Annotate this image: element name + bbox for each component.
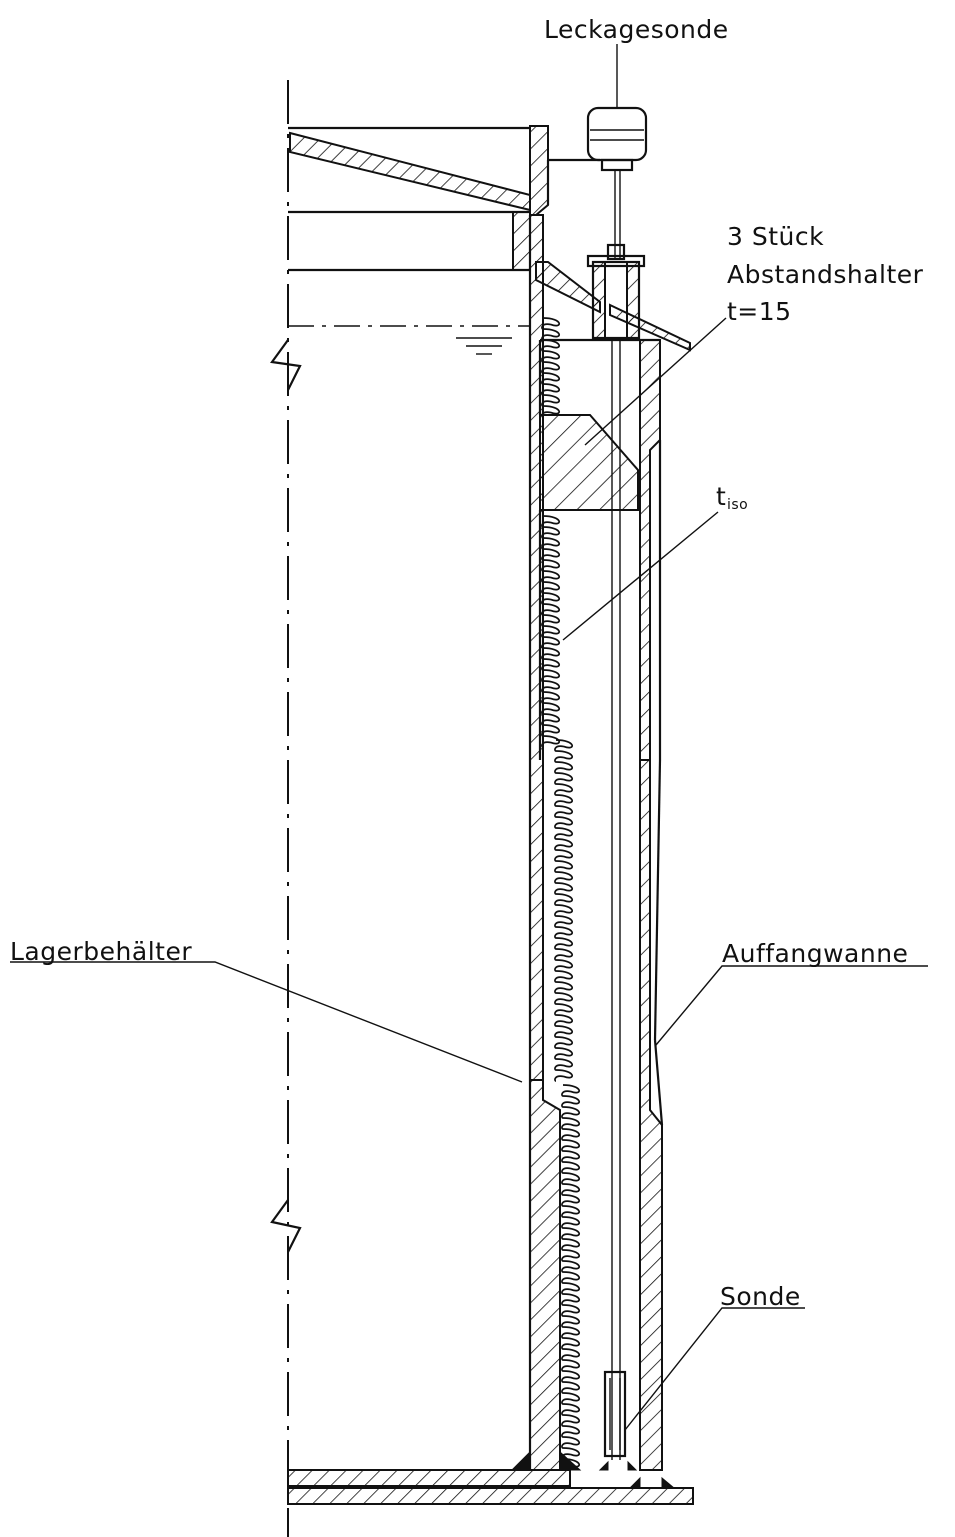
break-symbol-upper [270, 339, 302, 391]
spacer-block [539, 414, 639, 511]
label-abstandshalter: Abstandshalter [727, 260, 924, 289]
cable-clamp [606, 243, 626, 261]
bottom-probe [603, 1370, 627, 1458]
insulation-coil [541, 317, 560, 418]
insulation-upper [541, 317, 560, 418]
leader-lagerbehaelter [10, 961, 523, 1083]
probe-tube [586, 254, 646, 1460]
tank-collar [535, 261, 601, 314]
leader-tiso [562, 511, 719, 641]
storage-tank-wall [528, 214, 561, 1471]
leader-abstandshalter [584, 317, 727, 446]
insulation-coil [541, 515, 560, 748]
leak-probe-head [586, 106, 648, 172]
label-lagerbehaelter: Lagerbehälter [10, 937, 192, 966]
label-sonde: Sonde [720, 1282, 801, 1311]
label-tiso: t iso [716, 482, 748, 513]
insulation-coil [561, 1084, 580, 1471]
roof-ring [512, 211, 531, 271]
label-auffangwanne: Auffangwanne [722, 939, 908, 968]
tank-bottom [287, 1450, 694, 1505]
label-t15: t=15 [727, 297, 792, 326]
leader-auffangwanne [655, 965, 928, 1046]
label-leckagesonde: Leckagesonde [544, 15, 729, 44]
liquid-level-symbol [456, 337, 512, 355]
leader-sonde [624, 1307, 805, 1431]
collecting-pan-wall [538, 338, 664, 1471]
label-stueck: 3 Stück [727, 222, 824, 251]
tank-wall-top [529, 125, 549, 216]
insulation-middle [541, 515, 573, 1082]
break-symbol-lower [270, 1199, 302, 1253]
label-tiso-sub: iso [727, 497, 748, 513]
tank-roof [288, 126, 531, 272]
insulation-lower [561, 1084, 580, 1471]
insulation-coil [554, 739, 573, 1082]
label-tiso-main: t [716, 482, 726, 511]
